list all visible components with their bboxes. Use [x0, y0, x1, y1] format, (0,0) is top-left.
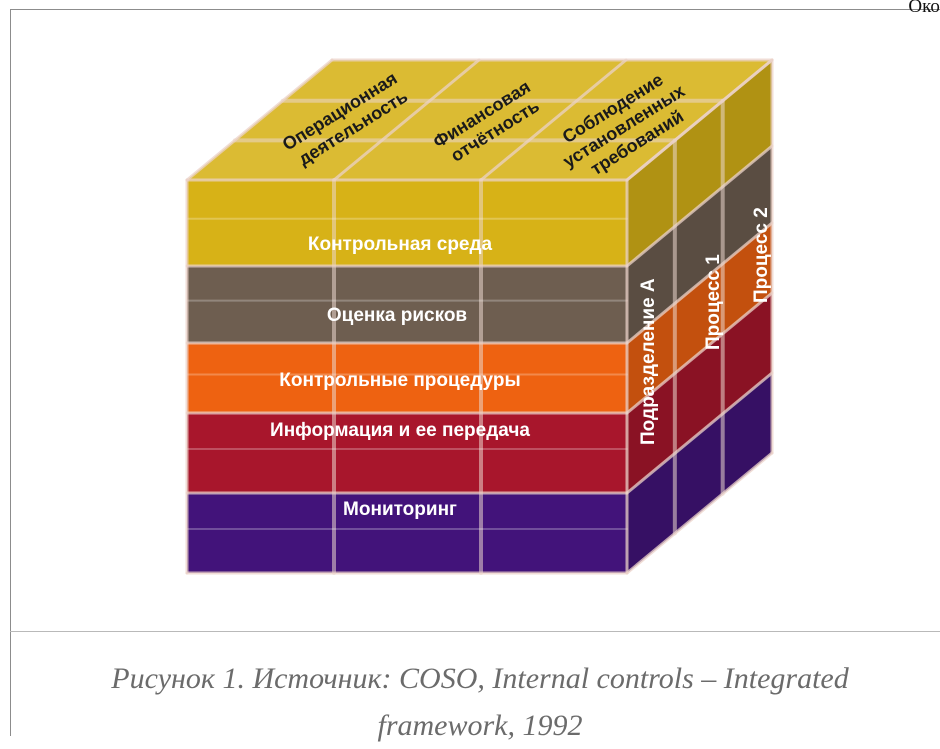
caption-line-2: framework, 1992: [377, 709, 583, 742]
side-layer-1: [627, 60, 772, 266]
side-row-line-3: [625, 291, 774, 415]
front-layer-4: [187, 413, 627, 493]
cube-grid: [185, 58, 774, 575]
top-face: [187, 60, 772, 180]
figure-frame: Окон: [10, 0, 940, 736]
front-layer-1: [187, 180, 627, 266]
side-row-line-1: [625, 144, 774, 268]
top-col-line-2: [479, 58, 628, 182]
corner-text: Окон: [908, 0, 940, 17]
side-row-line-2: [625, 221, 774, 345]
top-col-line-1: [332, 58, 481, 182]
caption-line-1: Рисунок 1. Источник: COSO, Internal cont…: [111, 662, 849, 695]
layer-label-monitoring: Мониторинг: [343, 499, 457, 520]
layer-label-risk-assessment: Оценка рисков: [327, 305, 467, 326]
side-layer-5: [627, 373, 772, 573]
side-label-division-a: Подразделение А: [638, 278, 659, 445]
figure-caption: Рисунок 1. Источник: COSO, Internal cont…: [40, 655, 920, 749]
cube-faces: [187, 60, 772, 573]
front-layer-3: [187, 343, 627, 413]
side-label-process-2: Процесс 2: [751, 207, 772, 303]
caption-divider: [10, 631, 940, 632]
layer-label-information-communication: Информация и ее передача: [270, 420, 530, 441]
front-layer-5: [187, 493, 627, 573]
layer-label-control-activities: Контрольные процедуры: [279, 370, 520, 391]
layer-label-control-environment: Контрольная среда: [308, 234, 493, 255]
side-layer-2: [627, 146, 772, 343]
side-layer-3: [627, 223, 772, 413]
top-col-line-3: [625, 58, 774, 182]
side-row-line-4: [625, 371, 774, 495]
front-layer-2: [187, 266, 627, 343]
top-col-line-0: [185, 58, 334, 182]
side-row-line-5: [625, 451, 774, 575]
side-label-process-1: Процесс 1: [703, 254, 724, 350]
top-face-highlight: [187, 60, 772, 180]
side-layer-4: [627, 293, 772, 493]
